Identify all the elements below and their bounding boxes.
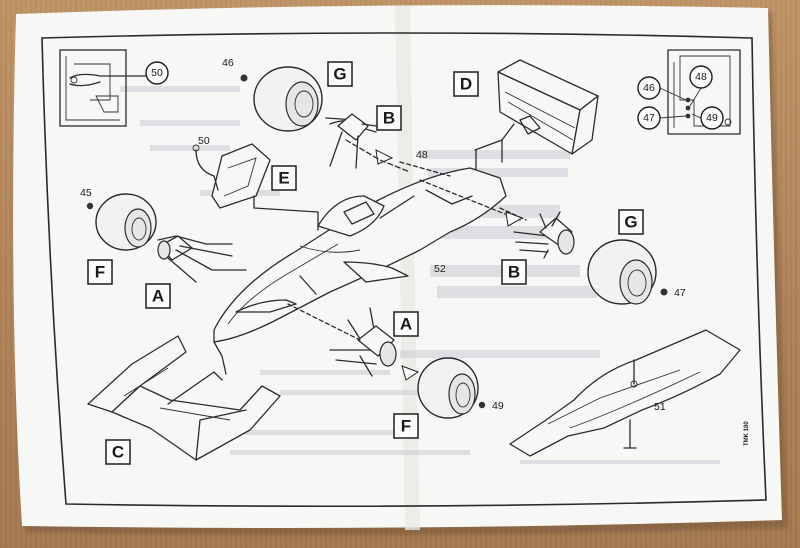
svg-text:G: G [333, 65, 346, 84]
car-body: 48 52 [213, 149, 524, 375]
svg-text:B: B [383, 109, 395, 128]
part-number-46: 46 [222, 57, 234, 69]
sheet-border [41, 32, 767, 508]
nut-46 [240, 74, 248, 82]
rear-wing-part [474, 59, 599, 173]
part-number-51: 51 [654, 401, 666, 413]
nut-47 [660, 288, 668, 296]
part-number-52: 52 [434, 263, 446, 275]
part-label-a-left: A [145, 283, 171, 309]
part-number-49: 49 [492, 400, 504, 412]
callout-50-text: 50 [151, 67, 163, 79]
part-label-e: E [271, 165, 297, 191]
svg-text:G: G [624, 213, 637, 232]
part-number-48: 45 [80, 187, 92, 199]
part-label-b-top: B [376, 105, 402, 131]
part-label-f-left: F [87, 259, 113, 285]
part-number-47: 47 [674, 287, 686, 299]
nut-48 [86, 202, 94, 210]
detail-inset-50: 50 [59, 49, 169, 127]
svg-text:D: D [460, 75, 472, 94]
callout-49-text: 49 [706, 112, 718, 124]
svg-text:F: F [95, 263, 105, 282]
detail-inset-decals: 48 46 47 49 [637, 49, 741, 135]
svg-text:B: B [508, 263, 520, 282]
part-label-a-right: A [393, 311, 419, 337]
callout-46-text: 46 [643, 82, 655, 94]
svg-text:F: F [401, 417, 411, 436]
nut-49 [478, 401, 486, 409]
part-label-g-top: G [327, 61, 353, 87]
sheet-code: TMK 180 [744, 421, 750, 446]
svg-text:A: A [152, 287, 164, 306]
callout-47-text: 47 [643, 112, 655, 124]
callout-48-text: 48 [695, 71, 707, 83]
part-label-d: D [453, 71, 479, 97]
seat-part: 50 [192, 135, 319, 231]
rear-wheel-left-assembly: 46 [222, 57, 411, 173]
svg-text:E: E [278, 169, 289, 188]
undertray-part: 51 [509, 329, 741, 457]
part-number-50: 50 [198, 135, 210, 147]
part-label-c: C [105, 439, 131, 465]
svg-text:C: C [112, 443, 124, 462]
front-wheel-right-assembly: 49 [329, 307, 504, 419]
callout-50 [145, 61, 169, 85]
front-wheel-left-assembly: 45 [80, 187, 247, 283]
part-label-g-right: G [618, 209, 644, 235]
front-wing-part [87, 335, 281, 461]
part-number-45: 48 [416, 149, 428, 161]
part-label-f-right: F [393, 413, 419, 439]
svg-text:A: A [400, 315, 412, 334]
rear-wheel-right-assembly: 47 [499, 207, 686, 305]
part-label-b-right: B [501, 259, 527, 285]
